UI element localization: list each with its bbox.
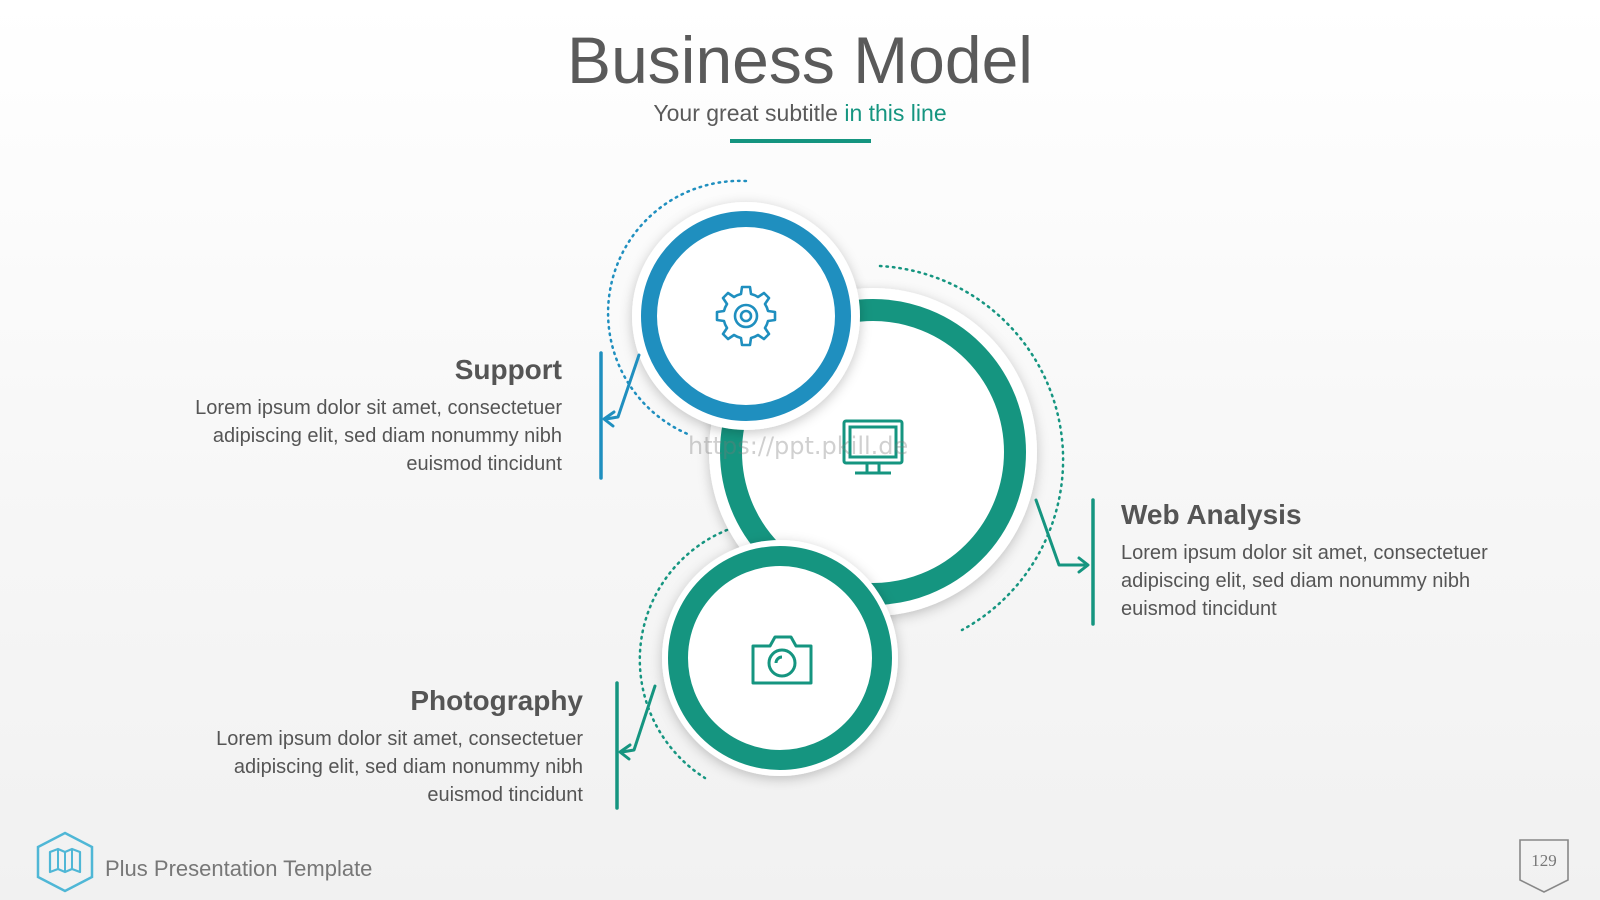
- support-line-2: adipiscing elit, sed diam nonummy nibh: [212, 425, 562, 447]
- support-line-3: euismod tincidunt: [406, 453, 562, 475]
- web-analysis-title: Web Analysis: [1121, 499, 1302, 530]
- support-line-1: Lorem ipsum dolor sit amet, consectetuer: [195, 397, 562, 419]
- photography-line-3: euismod tincidunt: [427, 784, 583, 806]
- connector-photography: [615, 681, 657, 810]
- web-analysis-line-3: euismod tincidunt: [1121, 598, 1277, 620]
- footer-template-name: Plus Presentation Template: [105, 856, 373, 881]
- connector-support: [599, 351, 641, 480]
- dotted-arc-support: [606, 179, 748, 437]
- web-analysis-line-1: Lorem ipsum dolor sit amet, consectetuer: [1121, 542, 1488, 564]
- gear-icon: [715, 285, 777, 347]
- page-title: Business Model: [567, 23, 1033, 97]
- support-description: Lorem ipsum dolor sit amet, consectetuer…: [130, 394, 562, 478]
- support-title: Support: [454, 354, 562, 385]
- camera-icon: [751, 635, 813, 685]
- photography-line-2: adipiscing elit, sed diam nonummy nibh: [233, 756, 583, 778]
- page-subtitle: Your great subtitle in this line: [0, 100, 1600, 127]
- web-analysis-description: Lorem ipsum dolor sit amet, consectetuer…: [1121, 539, 1561, 623]
- map-hexagon-icon: [36, 831, 94, 893]
- photography-title: Photography: [410, 685, 583, 716]
- monitor-icon: [842, 419, 904, 475]
- web-analysis-line-2: adipiscing elit, sed diam nonummy nibh: [1121, 570, 1471, 592]
- page-number: 129: [1531, 851, 1557, 870]
- connector-web-analysis: [1034, 498, 1095, 626]
- photography-block: Photography Lorem ipsum dolor sit amet, …: [150, 685, 583, 809]
- subtitle-plain: Your great subtitle: [653, 100, 845, 126]
- watermark: https://ppt.pkill.de: [688, 432, 909, 460]
- page-number-badge: [1519, 839, 1569, 893]
- support-block: Support Lorem ipsum dolor sit amet, cons…: [130, 354, 562, 478]
- title-underline: [730, 139, 871, 143]
- dotted-arc-photography: [638, 528, 729, 780]
- circle-support: [632, 202, 860, 430]
- web-analysis-block: Web Analysis Lorem ipsum dolor sit amet,…: [1121, 499, 1561, 623]
- photography-description: Lorem ipsum dolor sit amet, consectetuer…: [150, 725, 583, 809]
- photography-line-1: Lorem ipsum dolor sit amet, consectetuer: [216, 728, 583, 750]
- subtitle-accent: in this line: [844, 100, 947, 126]
